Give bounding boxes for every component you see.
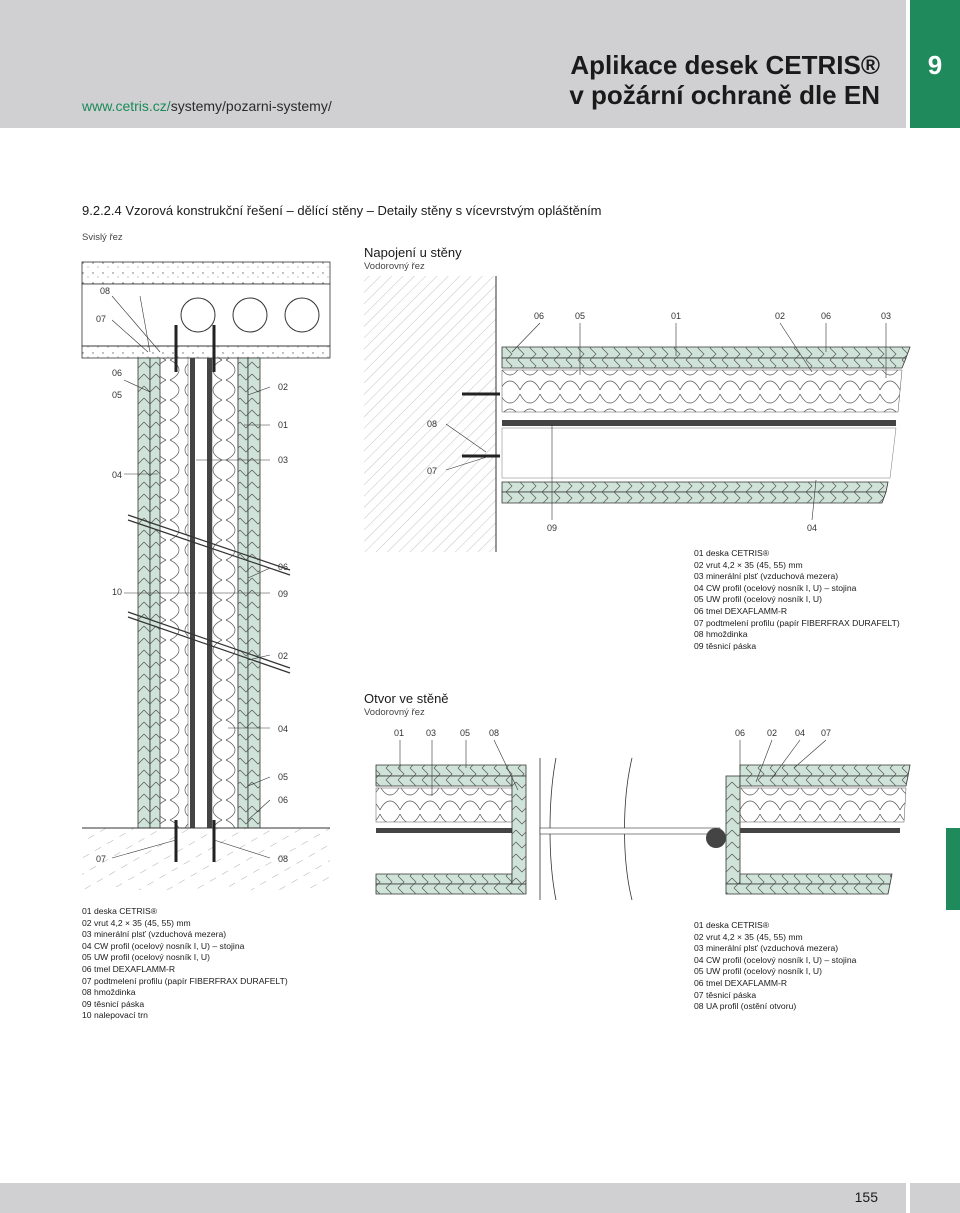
- callout-j-06: 06: [534, 311, 545, 321]
- page-footer: [0, 1183, 906, 1213]
- callout-v-05: 05: [112, 390, 123, 400]
- callout-v-04-right: 04: [278, 724, 289, 734]
- callout-j-05: 05: [575, 311, 586, 321]
- callout-o-01: 01: [394, 728, 405, 738]
- vertical-legend: 01 deska CETRIS® 02 vrut 4,2 × 35 (45, 5…: [82, 906, 288, 1021]
- callout-o-05: 05: [460, 728, 471, 738]
- opening-legend: 01 deska CETRIS® 02 vrut 4,2 × 35 (45, 5…: [694, 920, 857, 1012]
- callout-o-08: 08: [489, 728, 500, 738]
- chapter-side-tab: [946, 828, 960, 910]
- callout-v-08-bottom: 08: [278, 854, 289, 864]
- callout-v-07-bottom: 07: [96, 854, 107, 864]
- callout-o-06: 06: [735, 728, 746, 738]
- opening-title: Otvor ve stěně: [364, 691, 449, 706]
- callout-j-04: 04: [807, 523, 818, 533]
- page-header: www.cetris.cz/systemy/pozarni-systemy/ A…: [0, 0, 906, 128]
- callout-o-07: 07: [821, 728, 832, 738]
- footer-corner: [910, 1183, 960, 1213]
- callout-v-07: 07: [96, 314, 107, 324]
- callout-v-06-right: 06: [278, 795, 289, 805]
- callout-v-01: 01: [278, 420, 289, 430]
- callout-j-06b: 06: [821, 311, 832, 321]
- opening-subtitle: Vodorovný řez: [364, 707, 425, 718]
- page-number: 155: [854, 1189, 878, 1205]
- callout-v-03: 03: [278, 455, 289, 465]
- callout-v-04: 04: [112, 470, 123, 480]
- website-url[interactable]: www.cetris.cz/systemy/pozarni-systemy/: [82, 98, 332, 114]
- wall-joint-subtitle: Vodorovný řez: [364, 261, 425, 272]
- wall-joint-legend: 01 deska CETRIS® 02 vrut 4,2 × 35 (45, 5…: [694, 548, 900, 651]
- callout-j-03: 03: [881, 311, 892, 321]
- callout-v-06-mid: 06: [278, 562, 289, 572]
- callout-v-02: 02: [278, 382, 289, 392]
- callout-v-06: 06: [112, 368, 123, 378]
- callout-v-02-mid: 02: [278, 651, 289, 661]
- callout-j-07: 07: [427, 466, 438, 476]
- callout-o-02: 02: [767, 728, 778, 738]
- chapter-number: 9: [910, 0, 960, 128]
- callout-j-01: 01: [671, 311, 682, 321]
- callout-v-05-right: 05: [278, 772, 289, 782]
- callout-v-09: 09: [278, 589, 289, 599]
- wall-joint-title: Napojení u stěny: [364, 245, 462, 260]
- callout-o-04: 04: [795, 728, 806, 738]
- page-title: Aplikace desek CETRIS® v požární ochraně…: [569, 50, 880, 110]
- callout-j-09: 09: [547, 523, 558, 533]
- section-title: 9.2.2.4 Vzorová konstrukční řešení – děl…: [82, 203, 602, 218]
- callout-j-08: 08: [427, 419, 438, 429]
- callout-o-03: 03: [426, 728, 437, 738]
- vertical-section-label: Svislý řez: [82, 232, 123, 243]
- callout-v-08: 08: [100, 286, 111, 296]
- callout-j-02: 02: [775, 311, 786, 321]
- callout-v-10: 10: [112, 587, 123, 597]
